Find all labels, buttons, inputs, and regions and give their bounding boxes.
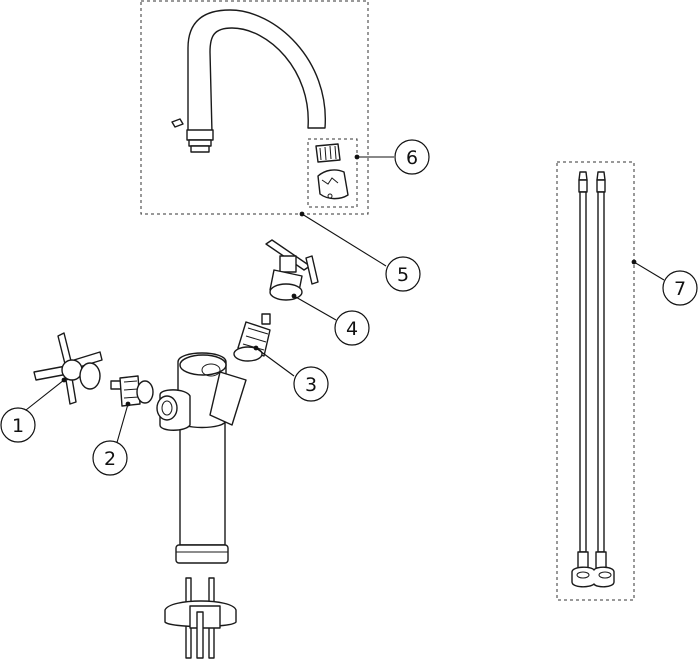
- aerator-icon: [315, 143, 349, 200]
- callout-7: 7: [662, 270, 698, 306]
- leader-dot-1: [61, 377, 67, 383]
- callout-6: 6: [394, 139, 430, 175]
- leader-line-3: [255, 347, 295, 377]
- callout-1: 1: [0, 407, 36, 443]
- hose-group: [556, 161, 635, 601]
- callout-circle: [92, 440, 128, 476]
- leader-dot-3: [253, 345, 259, 351]
- callout-label: 3: [305, 374, 317, 396]
- callout-circle: [0, 407, 36, 443]
- callout-2: 2: [92, 440, 128, 476]
- leader-line-1: [25, 379, 65, 411]
- leader-dot-4: [291, 293, 297, 299]
- callout-label: 7: [674, 278, 686, 300]
- callout-label: 4: [346, 318, 358, 340]
- mounting-kit-icon: [164, 577, 237, 659]
- aerator-dashed-frame: [307, 138, 358, 208]
- hose-dashed-frame: [556, 161, 635, 601]
- callout-label: 2: [104, 448, 116, 470]
- callout-label: 5: [397, 264, 409, 286]
- spout-icon: [171, 9, 326, 153]
- leader-line-7: [633, 261, 665, 281]
- leader-lines: [25, 154, 665, 447]
- faucet-body-icon: [156, 352, 247, 564]
- cross-handle-icon: [33, 332, 103, 405]
- lever-handle-icon: [265, 239, 319, 301]
- callout-5: 5: [385, 256, 421, 292]
- callout-circle: [385, 256, 421, 292]
- callout-circle: [334, 310, 370, 346]
- callout-label: 6: [406, 147, 418, 169]
- leader-dot-5: [299, 211, 305, 217]
- leader-dot-2: [125, 401, 131, 407]
- callout-3: 3: [293, 366, 329, 402]
- spout-dashed-frame: [140, 0, 369, 215]
- leader-dot-6: [354, 154, 360, 160]
- cartridge-icon: [233, 313, 271, 362]
- callout-4: 4: [334, 310, 370, 346]
- callout-circle: [293, 366, 329, 402]
- callout-label: 1: [12, 415, 24, 437]
- cartridge-icon: [110, 375, 154, 407]
- leader-line-4: [293, 295, 337, 321]
- leader-dot-7: [631, 259, 637, 265]
- callout-circle: [394, 139, 430, 175]
- leader-line-2: [115, 403, 129, 447]
- callout-circle: [662, 270, 698, 306]
- flex-hose-icon: [571, 171, 615, 588]
- spout-group: [140, 0, 369, 215]
- leader-line-5: [301, 213, 387, 267]
